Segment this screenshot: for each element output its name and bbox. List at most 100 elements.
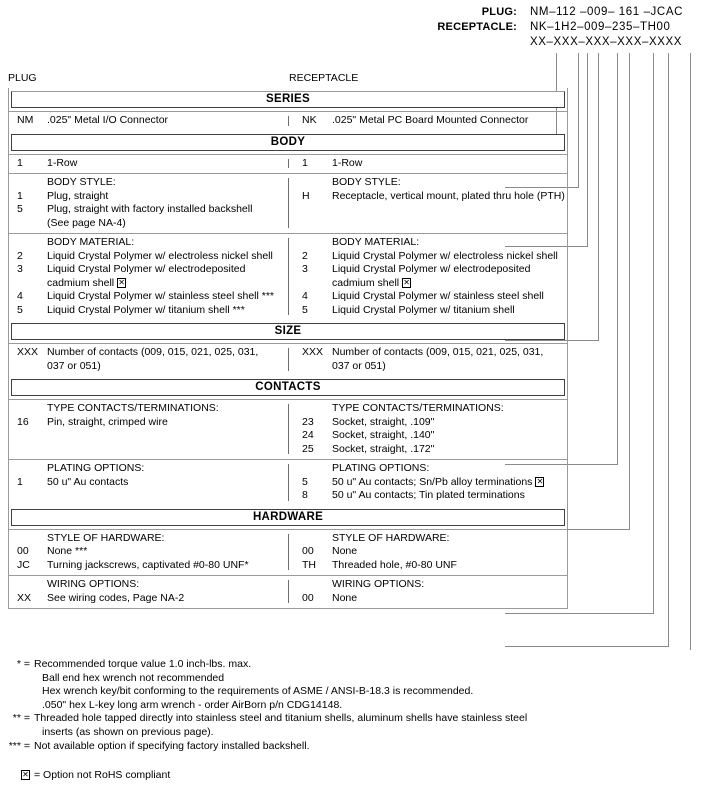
option-item: 16 Pin, straight, crimped wire bbox=[17, 416, 288, 430]
footnote-triple-asterisk: *** = Not available option if specifying… bbox=[8, 740, 648, 754]
option-continuation: cadmium shell✕ bbox=[332, 277, 567, 291]
option-text: Pin, straight, crimped wire bbox=[47, 415, 168, 428]
spacer-line bbox=[47, 443, 288, 457]
option-code: XXX bbox=[302, 346, 324, 358]
option-code: NM bbox=[17, 114, 34, 126]
spacer-line bbox=[47, 489, 288, 503]
leader-line-hardware bbox=[668, 53, 669, 67]
group-heading: BODY STYLE: bbox=[332, 176, 401, 188]
option-item: NM .025" Metal I/O Connector bbox=[17, 114, 288, 128]
section-title-size: SIZE bbox=[11, 323, 565, 340]
option-item: 1 1-Row bbox=[17, 157, 288, 171]
option-text: Socket, straight, .109" bbox=[332, 415, 435, 428]
part-number-label-receptacle: RECEPTACLE: bbox=[437, 21, 517, 33]
footnote-rohs: ✕ = Option not RoHS compliant bbox=[8, 769, 648, 781]
leader-line-size bbox=[617, 53, 618, 67]
row-hardware-wiring-plug: WIRING OPTIONS: XX See wiring codes, Pag… bbox=[9, 578, 288, 605]
column-captions: PLUG RECEPTACLE bbox=[8, 72, 568, 86]
option-continuation: 037 or 051) bbox=[47, 359, 101, 372]
row-series-receptacle: NK .025" Metal PC Board Mounted Connecto… bbox=[288, 114, 567, 128]
option-item: 2 Liquid Crystal Polymer w/ electroless … bbox=[302, 250, 567, 264]
option-text: Socket, straight, .172" bbox=[332, 442, 435, 455]
option-text: Liquid Crystal Polymer w/ stainless stee… bbox=[332, 290, 544, 302]
bracket-body-row bbox=[505, 67, 579, 188]
leader-line-body-row bbox=[578, 53, 579, 67]
row-series: NM .025" Metal I/O Connector NK .025" Me… bbox=[9, 111, 567, 131]
part-number-chart: SERIES NM .025" Metal I/O Connector NK .… bbox=[8, 88, 568, 609]
part-number-value-receptacle: NK–1H2–009–235–TH00 bbox=[530, 21, 671, 33]
option-code: 5 bbox=[17, 303, 23, 316]
option-item: 1 Plug, straight bbox=[17, 190, 288, 204]
row-hardware-wiring: WIRING OPTIONS: XX See wiring codes, Pag… bbox=[9, 575, 567, 609]
row-hardware-style-plug: STYLE OF HARDWARE: 00 None *** JC Turnin… bbox=[9, 532, 288, 573]
option-item: 5 Liquid Crystal Polymer w/ titanium she… bbox=[302, 304, 567, 318]
option-text: Liquid Crystal Polymer w/ electrodeposit… bbox=[332, 263, 531, 275]
footnote-line: .050" hex L-key long arm wrench - order … bbox=[42, 698, 343, 711]
group-heading: WIRING OPTIONS: bbox=[332, 578, 425, 590]
footnote-marker: *** = bbox=[8, 739, 30, 752]
footnote-marker: ✕ bbox=[8, 769, 34, 781]
option-code: 00 bbox=[302, 545, 314, 557]
option-code: 1 bbox=[302, 156, 308, 169]
option-continuation: (See page NA-4) bbox=[47, 216, 126, 229]
option-text: Plug, straight bbox=[47, 189, 109, 202]
option-item: H Receptacle, vertical mount, plated thr… bbox=[302, 190, 567, 204]
bracket-hardware bbox=[505, 67, 669, 647]
option-item: 23 Socket, straight, .109" bbox=[302, 416, 567, 430]
footnote-line: Threaded hole tapped directly into stain… bbox=[34, 712, 528, 725]
part-number-label-plug: PLUG: bbox=[481, 6, 517, 18]
bracket-size bbox=[505, 67, 618, 465]
option-code: NK bbox=[302, 114, 317, 126]
option-text: 1-Row bbox=[332, 156, 363, 169]
footnote-double-asterisk: ** = Threaded hole tapped directly into … bbox=[8, 712, 648, 739]
footnote-single-asterisk: * = Recommended torque value 1.0 inch-lb… bbox=[8, 658, 648, 712]
group-heading: STYLE OF HARDWARE: bbox=[47, 531, 165, 544]
option-item: 00 None *** bbox=[17, 545, 288, 559]
option-code: 1 bbox=[17, 156, 23, 169]
option-text: Socket, straight, .140" bbox=[332, 429, 435, 441]
footnote-body: Threaded hole tapped directly into stain… bbox=[34, 712, 648, 739]
option-text: Liquid Crystal Polymer w/ electroless ni… bbox=[47, 249, 273, 262]
rohs-icon: ✕ bbox=[21, 770, 30, 781]
option-code: 4 bbox=[17, 290, 23, 302]
option-text-label: 50 u" Au contacts; Sn/Pb alloy terminati… bbox=[332, 475, 533, 488]
option-item: 4 Liquid Crystal Polymer w/ stainless st… bbox=[302, 290, 567, 304]
leader-line-series bbox=[556, 53, 557, 67]
bracket-body-style bbox=[505, 67, 588, 247]
footnote-marker: ** = bbox=[12, 712, 30, 725]
row-body-rowcount-plug: 1 1-Row bbox=[9, 157, 288, 171]
option-text: None *** bbox=[47, 545, 88, 557]
footnote-line: Hex wrench key/bit conforming to the req… bbox=[42, 685, 474, 698]
option-continuation-text: cadmium shell bbox=[332, 276, 400, 289]
option-item: 5 50 u" Au contacts; Sn/Pb alloy termina… bbox=[302, 476, 567, 490]
option-text: Liquid Crystal Polymer w/ titanium shell bbox=[332, 303, 515, 316]
option-code: 1 bbox=[17, 189, 23, 202]
option-code: JC bbox=[17, 558, 30, 571]
option-text: Number of contacts (009, 015, 021, 025, … bbox=[47, 346, 259, 358]
row-size-plug: XXX Number of contacts (009, 015, 021, 0… bbox=[9, 346, 288, 373]
column-caption-receptacle: RECEPTACLE bbox=[289, 72, 359, 84]
option-text: 50 u" Au contacts bbox=[47, 475, 129, 488]
option-text: Number of contacts (009, 015, 021, 025, … bbox=[332, 346, 544, 358]
group-heading: PLATING OPTIONS: bbox=[332, 462, 430, 474]
option-item: 3 Liquid Crystal Polymer w/ electrodepos… bbox=[17, 263, 288, 277]
row-contacts-plating-plug: PLATING OPTIONS: 1 50 u" Au contacts bbox=[9, 462, 288, 503]
footnote-line: inserts (as shown on previous page). bbox=[42, 725, 214, 738]
option-text: Liquid Crystal Polymer w/ titanium shell… bbox=[47, 303, 245, 316]
option-text: Receptacle, vertical mount, plated thru … bbox=[332, 189, 565, 202]
row-size: XXX Number of contacts (009, 015, 021, 0… bbox=[9, 343, 567, 376]
spacer-line bbox=[47, 429, 288, 443]
footnote-line: = Option not RoHS compliant bbox=[34, 769, 171, 782]
row-contacts-plating-receptacle: PLATING OPTIONS: 5 50 u" Au contacts; Sn… bbox=[288, 462, 567, 503]
row-hardware-style: STYLE OF HARDWARE: 00 None *** JC Turnin… bbox=[9, 528, 567, 576]
row-contacts-type-receptacle: TYPE CONTACTS/TERMINATIONS: 23 Socket, s… bbox=[288, 402, 567, 456]
footnote-line: Ball end hex wrench not recommended bbox=[42, 671, 225, 684]
option-text: None bbox=[332, 591, 358, 604]
leader-line-contacts-type bbox=[629, 53, 630, 67]
row-hardware-style-receptacle: STYLE OF HARDWARE: 00 None TH Threaded h… bbox=[288, 532, 567, 573]
option-item: 3 Liquid Crystal Polymer w/ electrodepos… bbox=[302, 263, 567, 277]
group-heading: BODY MATERIAL: bbox=[332, 236, 420, 248]
section-title-contacts: CONTACTS bbox=[11, 379, 565, 396]
part-number-row-receptacle: RECEPTACLE: NK–1H2–009–235–TH00 bbox=[0, 21, 703, 36]
footnote-marker: * = bbox=[16, 658, 30, 670]
